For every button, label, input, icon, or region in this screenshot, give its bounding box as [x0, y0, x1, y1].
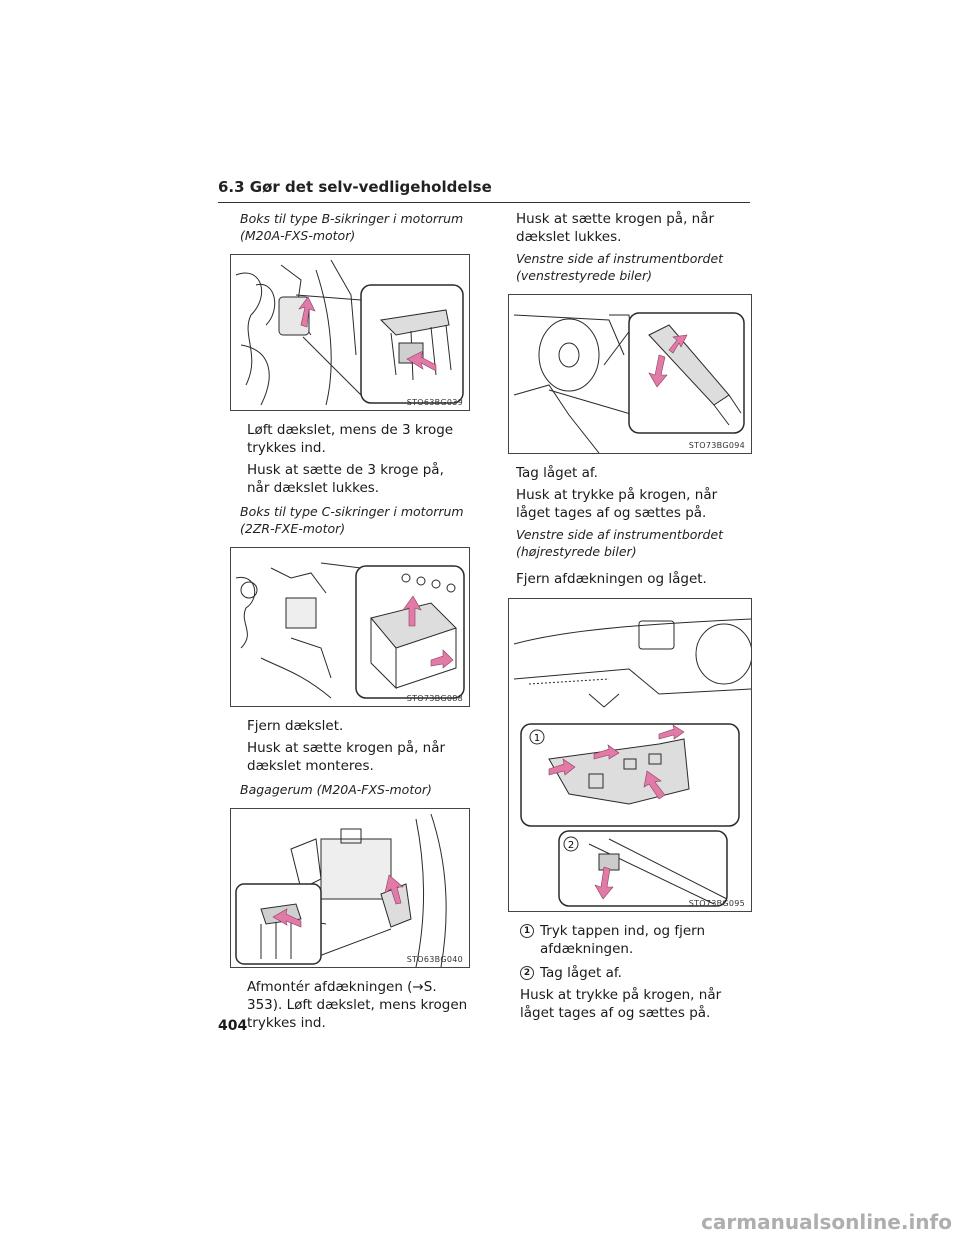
figure-code: STO63BG039: [406, 398, 463, 407]
step-item: 1 Tryk tappen ind, og fjern afdækningen.: [520, 922, 753, 958]
instruction-text: Husk at sætte krogen på, når dækslet luk…: [516, 211, 715, 245]
arrow-up-icon: [643, 770, 666, 800]
instruction-text: Husk at trykke på krogen, når låget tage…: [516, 487, 718, 521]
instruction-text: Tag låget af.: [516, 465, 598, 481]
figure-dashboard-rhd: 1 2 STO73BG095: [508, 598, 752, 912]
left-column: Boks til type B-sikringer i motorrum (M2…: [230, 208, 470, 1036]
section-title: 6.3 Gør det selv-vedligeholdelse: [218, 178, 750, 203]
figure-code: STO63BG040: [406, 955, 463, 964]
page-number: 404: [218, 1018, 248, 1034]
figure-dashboard-lhd: STO73BG094: [508, 294, 752, 454]
instruction-text: Husk at sætte krogen på, når dækslet mon…: [247, 740, 446, 774]
instruction-text: Afmontér afdækningen (→S. 353). Løft dæk…: [247, 979, 468, 1031]
arrow-right-icon: [430, 649, 454, 669]
instruction-text: Fjern dækslet.: [247, 718, 344, 734]
engine-bay-illustration: [235, 259, 464, 406]
figure-luggage-compartment: STO63BG040: [230, 808, 470, 968]
figure-fuse-box-c: STO73BG088: [230, 547, 470, 707]
callout-1: 1: [534, 733, 540, 744]
arrow-curved-icon: [384, 874, 404, 905]
figure-code: STO73BG088: [406, 694, 463, 703]
instruction-text: Fjern afdækningen og låget.: [516, 571, 707, 587]
step-number-badge: 2: [520, 966, 534, 980]
step-item: 2 Tag låget af.: [520, 964, 753, 982]
step-number-badge: 1: [520, 924, 534, 938]
instruction-text: Husk at sætte de 3 kroge på, når dækslet…: [247, 462, 444, 496]
caption-dashboard-left-rhd: Venstre side af instrumentbordet (højres…: [516, 527, 724, 559]
step-text: Tag låget af.: [540, 965, 622, 981]
arrow-up-icon: [668, 334, 688, 354]
engine-bay-illustration: [235, 562, 465, 699]
arrow-left-icon: [406, 350, 437, 372]
figure-code: STO73BG094: [688, 441, 745, 450]
arrow-up-icon: [402, 595, 422, 627]
arrow-up-icon: [298, 296, 316, 328]
instruction-text: Husk at trykke på krogen, når låget tage…: [520, 987, 722, 1021]
luggage-compartment-illustration: [235, 813, 447, 967]
step-text: Tryk tappen ind, og fjern afdækningen.: [540, 923, 706, 957]
arrow-curved-icon: [648, 354, 668, 388]
caption-luggage-compartment: Bagagerum (M20A-FXS-motor): [240, 782, 432, 797]
dashboard-illustration: 1 2: [513, 618, 751, 907]
dashboard-illustration: [513, 312, 745, 453]
caption-fuse-box-c: Boks til type C-sikringer i motorrum (2Z…: [240, 504, 464, 536]
figure-code: STO73BG095: [688, 899, 745, 908]
instruction-text: Løft dækslet, mens de 3 kroge trykkes in…: [247, 422, 454, 456]
caption-dashboard-left-lhd: Venstre side af instrumentbordet (venstr…: [516, 251, 724, 283]
caption-fuse-box-b: Boks til type B-sikringer i motorrum (M2…: [240, 211, 464, 243]
arrow-right-icon: [658, 724, 685, 740]
arrow-right-icon: [548, 758, 576, 776]
figure-fuse-box-b: STO63BG039: [230, 254, 470, 411]
right-column: Husk at sætte krogen på, når dækslet luk…: [508, 208, 753, 1026]
arrow-curved-icon: [594, 866, 614, 900]
watermark: carmanualsonline.info: [701, 1210, 952, 1234]
arrow-left-icon: [272, 908, 302, 928]
arrow-right-icon: [593, 744, 620, 760]
callout-2: 2: [568, 840, 574, 851]
